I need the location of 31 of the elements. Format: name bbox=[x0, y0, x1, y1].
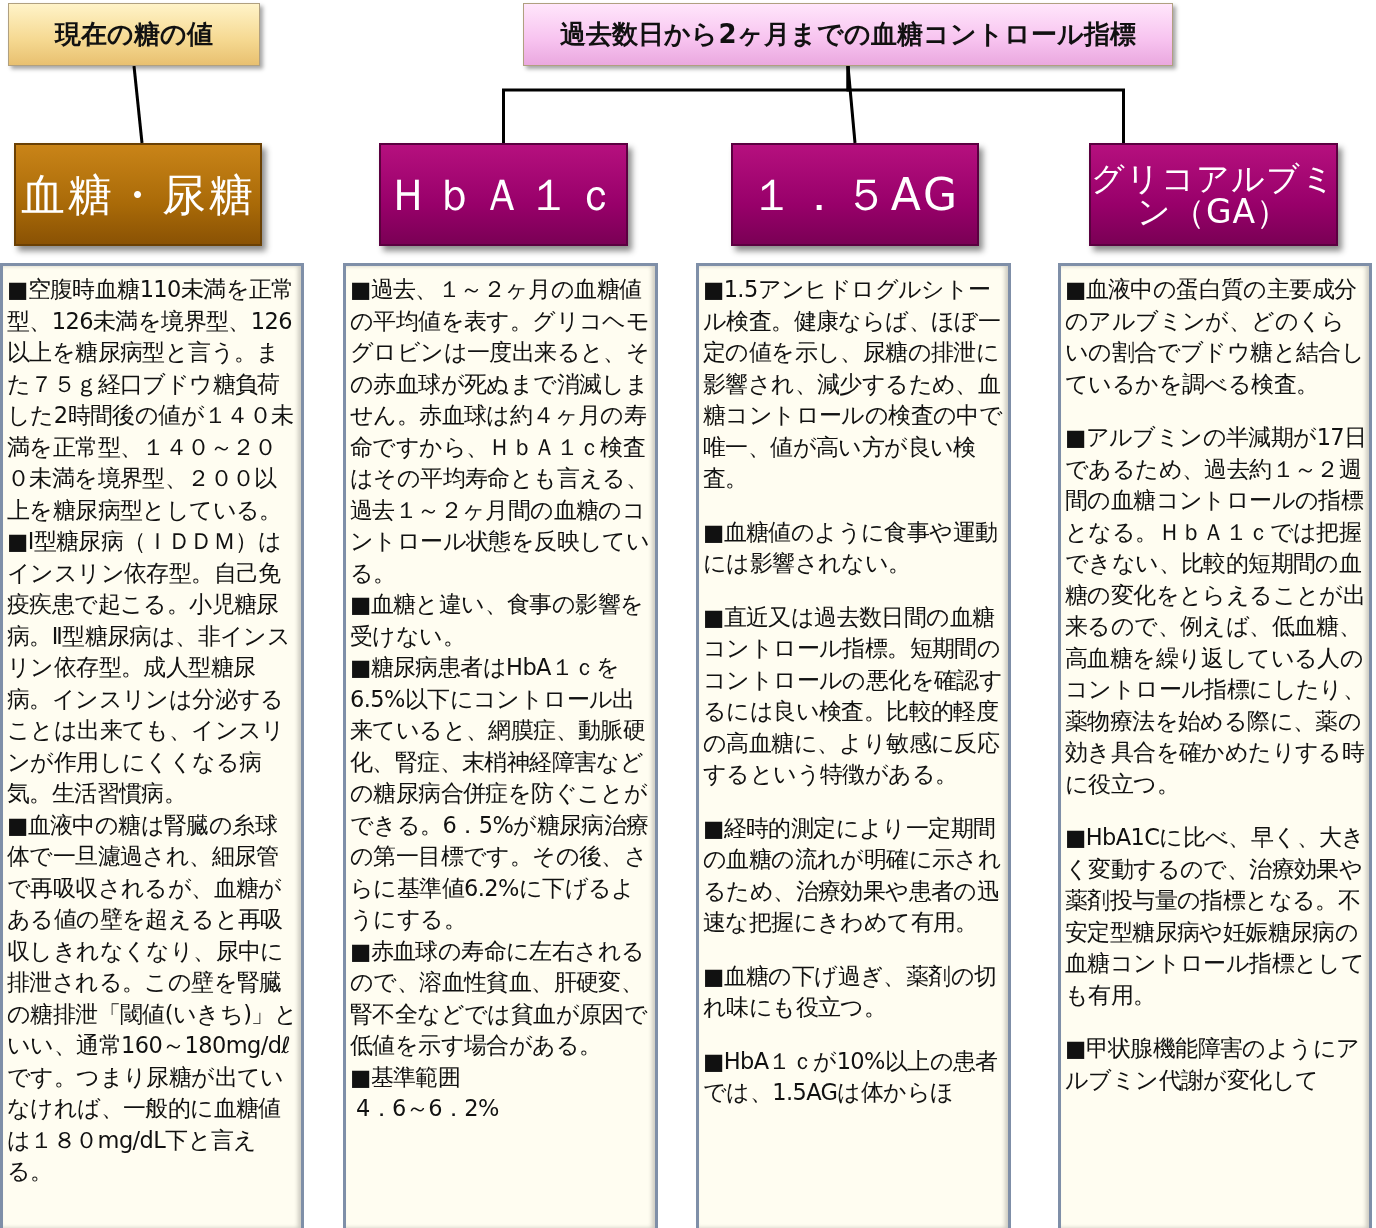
paragraph: ■HbA1Cに比べ、早く、大きく変動するので、治療効果や薬剤投与量の指標となる。不安定型糖尿病や妊娠糖尿病の血糖コントロール指標としても有用。 bbox=[1065, 823, 1366, 1010]
paragraph: ■血液中の蛋白質の主要成分のアルブミンが、どのくらいの割合でブドウ糖と結合しているかを調べる検査。 bbox=[1065, 275, 1366, 399]
connector-line bbox=[132, 65, 144, 144]
title-box: 過去数日から2ヶ月までの血糖コントロール指標 bbox=[523, 3, 1173, 66]
paragraph: ■Ⅰ型糖尿病（ＩＤＤＭ）はインスリン依存型。自己免疫疾患で起こる。小児糖尿病。Ⅱ型糖尿病は、非インスリン依存型。成人型糖尿病。インスリンは分泌することは出来ても、インスリンが作用しにくくなる病気。生活習慣病。 bbox=[7, 527, 292, 808]
paragraph: ■直近又は過去数日間の血糖コントロール指標。短期間のコントロールの悪化を確認するには良い検査。比較的軽度の高血糖に、より敏感に反応するという特徴がある。 bbox=[703, 602, 1004, 789]
category-box: １．５AG bbox=[731, 143, 979, 246]
category-box: 血糖・尿糖 bbox=[14, 143, 262, 246]
text-panel bbox=[343, 263, 658, 1228]
paragraph: ■赤血球の寿命に左右されるので、溶血性貧血、肝硬変、腎不全などでは貧血が原因で低値を示す場合がある。 bbox=[350, 936, 649, 1060]
connector-line bbox=[846, 66, 1125, 143]
paragraph: ■HbA１ｃが10%以上の患者では、1.5AGは体からほ bbox=[703, 1046, 999, 1107]
paragraph: ■空腹時血糖110未満を正常型、126未満を境界型、126以上を糖尿病型と言う。また７５ｇ経口ブドウ糖負荷した2時間後の値が１４０未満を正常型、１４０～２００未満を境界型、２００以上を糖尿病型としている。 bbox=[7, 275, 295, 525]
paragraph: ■過去、１～２ヶ月の血糖値の平均値を表す。グリコヘモグロビンは一度出来ると、その赤血球が死ぬまで消滅しません。赤血球は約４ヶ月の寿命ですから、ＨｂＡ１ｃ検査はその平均寿命とも言える、過去１～２ヶ月間の血糖のコントロール状態を反映している。 bbox=[350, 275, 651, 588]
text-panel bbox=[1058, 263, 1372, 1228]
paragraph: 4．6～6．2% bbox=[355, 1094, 500, 1123]
text-panel bbox=[696, 263, 1011, 1228]
category-box: ＨｂＡ１ｃ bbox=[379, 143, 628, 246]
paragraph: ■糖尿病患者はHbA１ｃを6.5%以下にコントロール出来ていると、網膜症、動脈硬化、腎症、末梢神経障害などの糖尿病合併症を防ぐことができる。6．5%が糖尿病治療の第一目標です。その後、さらに基準値6.2%に下げるようにする。 bbox=[350, 653, 650, 934]
paragraph: ■アルブミンの半減期が17日であるため、過去約１～２週間の血糖コントロールの指標となる。ＨｂＡ１ｃでは把握できない、比較的短期間の血糖の変化をとらえることが出来るので、例えば、低血糖、高血糖を繰り返している人のコントロール指標にしたり、薬物療法を始める際に、薬の効き具合を確かめたりする時に役立つ。 bbox=[1065, 423, 1367, 799]
paragraph: ■血液中の糖は腎臓の糸球体で一旦濾過され、細尿管で再吸収されるが、血糖がある値の壁を超えると再吸収しきれなくなり、尿中に排泄される。この壁を腎臓の糖排泄「閾値(いきち)」といい、通常160～180mg/dℓです。つまり尿糖が出ていなければ、一般的に血糖値は１８０mg/dL下と言える。 bbox=[7, 810, 299, 1186]
paragraph: ■基準範囲 bbox=[350, 1062, 462, 1092]
paragraph: ■血糖と違い、食事の影響を受けない。 bbox=[350, 590, 645, 651]
title-box: 現在の糖の値 bbox=[8, 3, 260, 66]
paragraph: ■甲状腺機能障害のようにアルブミン代謝が変化して bbox=[1065, 1034, 1361, 1095]
paragraph: ■血糖値のように食事や運動には影響されない。 bbox=[703, 517, 999, 578]
text-panel bbox=[0, 263, 304, 1228]
paragraph: ■1.5アンヒドログルシトール検査。健康ならば、ほぼ一定の値を示し、尿糖の排泄に影響され、減少するため、血糖コントロールの検査の中で唯一、値が高い方が良い検査。 bbox=[703, 275, 1004, 493]
category-box: グリコアルブミン（GA） bbox=[1089, 143, 1338, 246]
paragraph: ■血糖の下げ過ぎ、薬剤の切れ味にも役立つ。 bbox=[703, 961, 998, 1022]
paragraph: ■経時的測定により一定期間の血糖の流れが明確に示されるため、治療効果や患者の迅速な把握にきわめて有用。 bbox=[703, 813, 1003, 937]
